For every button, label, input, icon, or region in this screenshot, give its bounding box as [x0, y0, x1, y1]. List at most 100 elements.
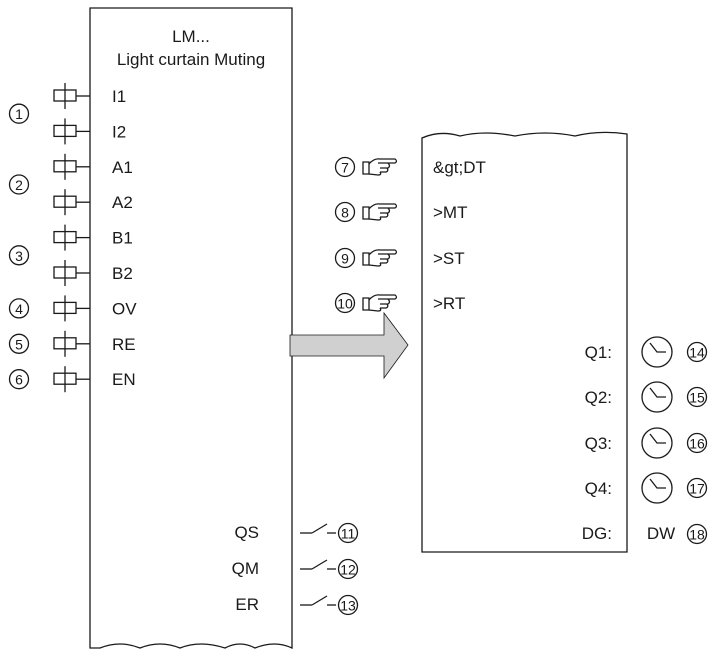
- output-label: QS: [234, 523, 259, 542]
- timer-callout-14-number: 14: [689, 345, 705, 361]
- timer-callout-16: 16: [686, 432, 708, 454]
- output-callout-12: 12: [337, 558, 359, 580]
- output-label: QM: [232, 559, 259, 578]
- input-callout-6-number: 6: [15, 372, 23, 388]
- param-callout-8-number: 8: [341, 205, 349, 221]
- output-q2: Q2: 15: [585, 381, 708, 413]
- lm-function-block: LM... Light curtain Muting: [89, 7, 293, 650]
- input-label: I1: [112, 87, 126, 106]
- input-callout-5-number: 5: [15, 336, 23, 352]
- input-label: OV: [112, 299, 137, 318]
- timer-callout-14: 14: [686, 341, 708, 363]
- output-q3: Q3:16: [585, 427, 708, 459]
- input-label: B1: [112, 229, 133, 248]
- param-callout-10: 10: [334, 292, 356, 314]
- param-callout-7: 7: [334, 156, 356, 178]
- contact-coil-icon: [53, 330, 90, 357]
- output-callout-12-circle: [337, 558, 359, 580]
- timer-callout-15: 15: [686, 386, 708, 408]
- input-callout-2-number: 2: [15, 177, 23, 193]
- clock-icon: [641, 472, 673, 504]
- input-callout-3: 3: [8, 245, 30, 266]
- param-st: 9 >ST: [334, 247, 465, 269]
- input-callout-1-number: 1: [15, 106, 23, 122]
- timer-callout-17: 17: [686, 477, 708, 499]
- contact-coil-icon: [53, 189, 90, 216]
- clock-icon: [641, 336, 673, 368]
- param-callout-9: 9: [334, 247, 356, 269]
- timer-callout-17-circle: [686, 477, 708, 499]
- output-callout-13-circle: [337, 594, 359, 616]
- input-callout-6: 6: [8, 369, 30, 390]
- output-q1: Q1:14: [585, 336, 708, 368]
- input-callout-1-circle: [8, 103, 30, 124]
- relay-contact-icon: [300, 559, 336, 570]
- output-callout-13: 13: [337, 594, 359, 616]
- param-rt: 10 >RT: [334, 292, 465, 314]
- timer-callout-15-number: 15: [689, 390, 705, 406]
- param-label: >ST: [433, 249, 465, 268]
- transition-arrow: [289, 311, 409, 380]
- input-callout-4-number: 4: [15, 301, 23, 317]
- input-callout-3-number: 3: [15, 248, 23, 264]
- output-callout-11-number: 11: [341, 526, 356, 542]
- input-callout-2: 2: [8, 174, 30, 195]
- dg-callout-18: 18: [686, 523, 708, 545]
- param-callout-9-circle: [334, 247, 356, 269]
- contact-coil-icon: [53, 224, 90, 251]
- contact-coil-icon: [53, 366, 90, 393]
- param-callout-7-circle: [334, 156, 356, 178]
- param-mt: 8 >MT: [334, 201, 467, 223]
- input-callout-5-circle: [8, 333, 30, 354]
- input-label: A1: [112, 158, 133, 177]
- output-callout-11: 11: [337, 522, 359, 544]
- input-callout-3-circle: [8, 245, 30, 266]
- dg-callout-18-number: 18: [689, 527, 705, 543]
- output-qs: QS 11: [234, 522, 359, 544]
- param-label: >RT: [433, 294, 465, 313]
- param-label: >MT: [433, 203, 467, 222]
- input-callout-4-circle: [8, 298, 30, 319]
- output-label: DG:: [582, 524, 612, 543]
- dg-value: DW: [647, 524, 675, 543]
- param-callout-7-number: 7: [341, 160, 349, 176]
- input-a2: A2: [53, 189, 133, 216]
- param-label: &gt;DT: [433, 158, 486, 177]
- contact-coil-icon: [53, 260, 90, 286]
- param-&gt;dt: 7&gt;DT: [334, 156, 486, 178]
- output-callout-13-number: 13: [340, 598, 356, 614]
- lm-block-outline: [89, 7, 293, 650]
- input-callout-4: 4: [8, 298, 30, 319]
- relay-contact-icon: [300, 523, 336, 534]
- pointing-hand-icon: [362, 249, 398, 267]
- block-title: LM...: [172, 27, 210, 46]
- param-callout-10-number: 10: [337, 296, 353, 312]
- parameter-block: [421, 131, 628, 553]
- clock-icon: [641, 427, 673, 459]
- input-callout-2-circle: [8, 174, 30, 195]
- output-callout-11-circle: [337, 522, 359, 544]
- param-callout-8-circle: [334, 201, 356, 223]
- pointing-hand-icon: [362, 203, 398, 221]
- param-callout-10-circle: [334, 292, 356, 314]
- input-a1: A1: [53, 153, 133, 180]
- output-label: Q2:: [585, 388, 612, 407]
- input-callout-6-circle: [8, 369, 30, 390]
- output-label: Q4:: [585, 479, 612, 498]
- input-i2: I2: [53, 118, 126, 145]
- input-label: A2: [112, 193, 133, 212]
- timer-callout-17-number: 17: [689, 481, 705, 497]
- input-ov: OV: [53, 295, 137, 322]
- contact-coil-icon: [53, 118, 90, 145]
- contact-coil-icon: [53, 83, 90, 109]
- relay-contact-icon: [300, 595, 336, 606]
- dg-callout-18-circle: [686, 523, 708, 545]
- input-re: RE: [53, 330, 136, 357]
- input-en: EN: [53, 366, 136, 393]
- input-label: EN: [112, 370, 136, 389]
- param-callout-8: 8: [334, 201, 356, 223]
- clock-icon: [641, 381, 673, 413]
